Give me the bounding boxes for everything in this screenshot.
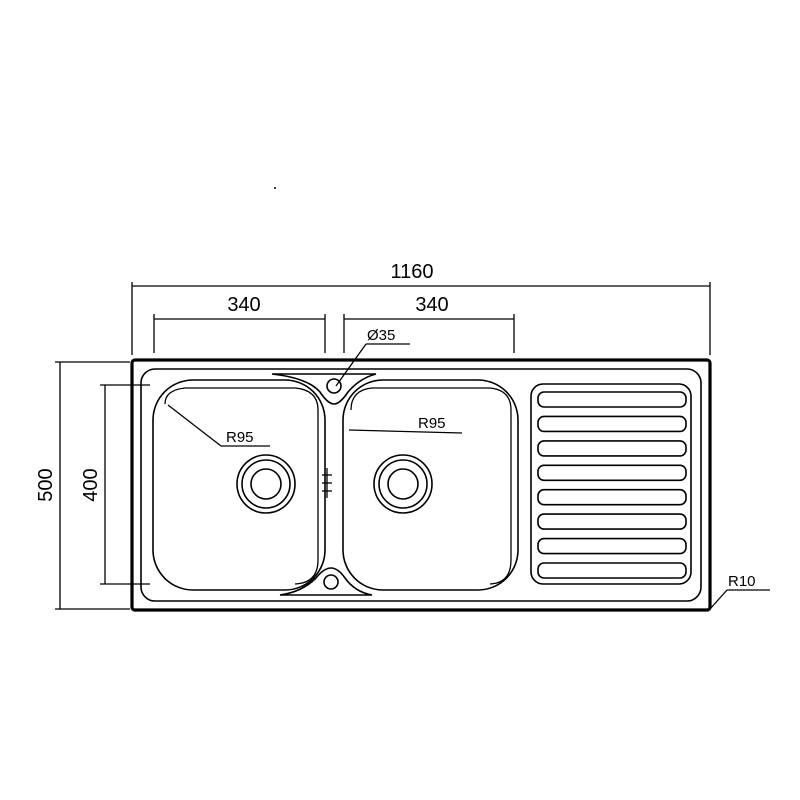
overflow-hole-callout: Ø35: [335, 327, 410, 387]
drainer-rib: [537, 488, 687, 506]
right-drain: [373, 454, 433, 514]
drainer-rib: [537, 440, 687, 457]
dimension-overall-depth: 500: [35, 361, 130, 610]
sink-outer-outline: [130, 358, 712, 612]
left-bowl-inner-edge: [164, 387, 319, 585]
right-bowl-radius-label: R95: [418, 415, 446, 432]
overflow-hole: [326, 378, 342, 394]
overflow-bottom: [279, 567, 373, 596]
right-bowl-width-label: 340: [415, 294, 448, 316]
sink-inner-rim: [140, 368, 702, 602]
drainer-ribs: [537, 391, 687, 579]
drainer-rib: [537, 537, 687, 555]
left-bowl: [152, 379, 326, 591]
right-bowl: [342, 379, 519, 591]
dimension-overall-width: 1160: [131, 261, 711, 355]
dimension-left-bowl-width: 340: [153, 294, 326, 353]
overall-width-label: 1160: [390, 261, 433, 283]
overflow-slot-mark: [322, 468, 332, 498]
dimension-right-bowl-width: 340: [343, 294, 515, 353]
corner-radius-label: R10: [728, 573, 756, 590]
drainer-board: [530, 383, 692, 585]
overall-depth-label: 500: [35, 468, 57, 501]
right-bowl-inner-edge: [350, 387, 512, 585]
drainer-rib: [537, 513, 687, 530]
left-bowl-width-label: 340: [227, 294, 260, 316]
left-bowl-radius-label: R95: [226, 429, 254, 446]
overflow-top: [271, 373, 377, 405]
left-bowl-radius-callout: R95: [167, 404, 270, 447]
drainer-rib: [537, 391, 687, 408]
dimension-bowl-depth: 400: [80, 384, 150, 585]
drainer-rib: [537, 464, 687, 482]
corner-radius-callout: R10: [709, 573, 770, 610]
bowl-depth-label: 400: [80, 468, 102, 501]
overflow-hole-label: Ø35: [367, 327, 395, 344]
stray-dot: [274, 187, 276, 189]
drainer-rib: [537, 562, 687, 579]
left-drain: [236, 454, 296, 514]
drainer-rib: [537, 415, 687, 433]
right-bowl-radius-callout: R95: [348, 415, 463, 434]
